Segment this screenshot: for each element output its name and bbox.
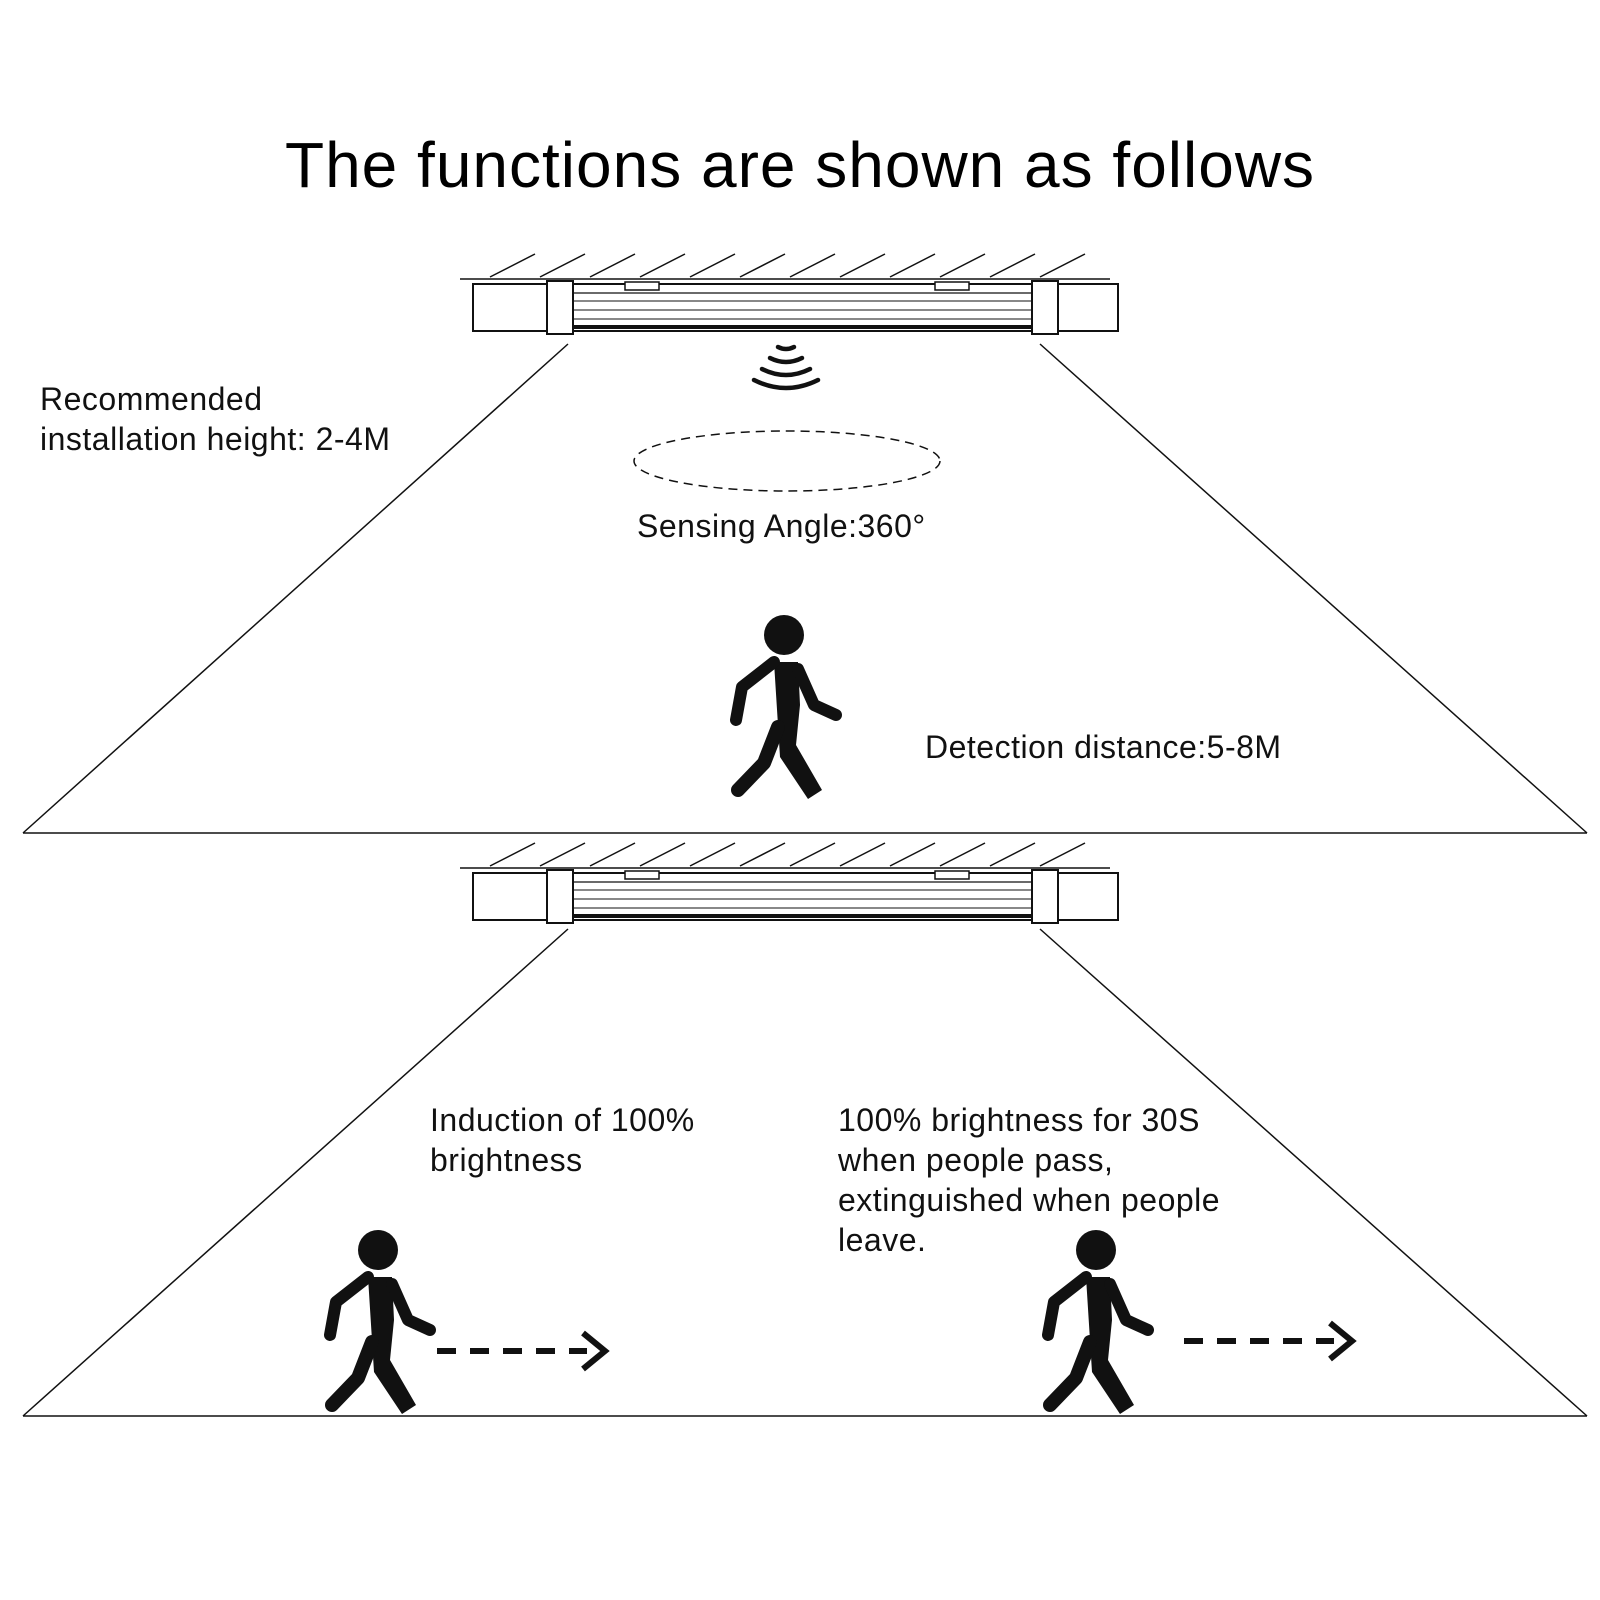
installation-height-label-line2: installation height: 2-4M [40,421,391,457]
sensing-angle-ellipse [633,430,941,492]
pass-label-line2: when people pass, [838,1142,1114,1178]
detection-cone-right-edge [1039,928,1588,1417]
page-title: The functions are shown as follows [284,129,1316,201]
detection-cone-left-edge [22,343,569,834]
walking-person-icon [330,1230,430,1414]
dashed-arrow-icon [1184,1323,1352,1359]
pass-label-line3: extinguished when people [838,1182,1221,1218]
top-panel [22,252,1588,834]
dashed-arrow-icon [437,1333,605,1369]
walking-person-icon [736,615,836,799]
pass-label-line1: 100% brightness for 30S [838,1102,1200,1138]
detection-distance-label: Detection distance:5-8M [925,729,1282,765]
induction-label-line2: brightness [430,1142,583,1178]
radar-waves-icon [751,344,821,391]
light-fixture-icon [458,841,1120,925]
induction-label-line1: Induction of 100% [430,1102,695,1138]
detection-cone-right-edge [1039,343,1588,834]
walking-person-icon [1048,1230,1148,1414]
light-fixture-icon [458,252,1120,336]
pass-label-line4: leave. [838,1222,927,1258]
sensing-angle-label: Sensing Angle:360° [637,508,926,544]
installation-height-label-line1: Recommended [40,381,263,417]
bottom-panel [22,841,1588,1417]
detection-cone-left-edge [22,928,569,1417]
